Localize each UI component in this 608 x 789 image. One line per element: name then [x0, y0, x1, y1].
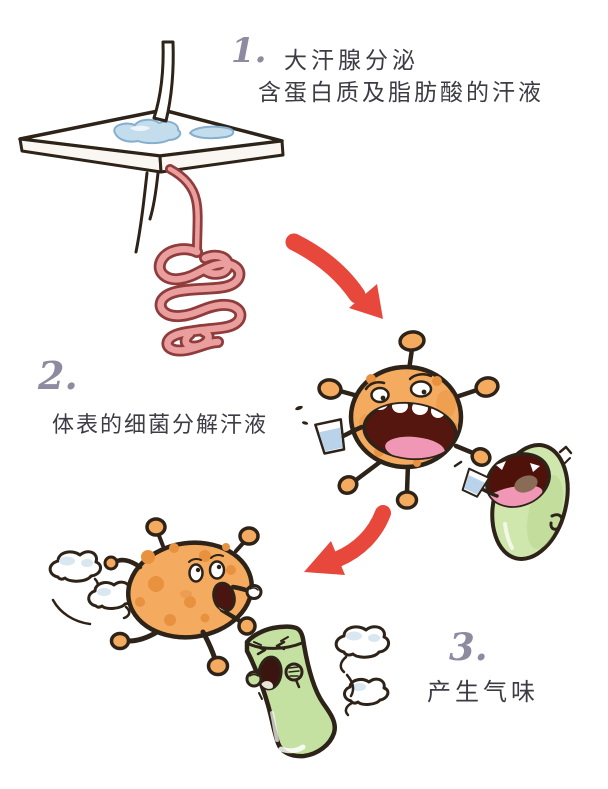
sweat-cup — [314, 418, 346, 455]
gas-cloud — [343, 677, 390, 717]
sweat-droplet — [301, 421, 309, 425]
hair-follicle-line-left — [134, 171, 149, 254]
hair — [152, 40, 175, 123]
bacteria-face — [362, 373, 458, 462]
skin-slab-front-right — [158, 139, 285, 174]
green-bacteria-drinking — [453, 443, 573, 561]
arrow-step1-to-step2-icon — [285, 233, 383, 319]
runner-face — [180, 553, 236, 613]
orange-bacteria-running — [48, 517, 263, 677]
sweat-puddle-right — [189, 125, 235, 140]
runner-left-leg — [126, 629, 160, 644]
apocrine-gland — [153, 164, 247, 357]
step-1-text-line-2: 含蛋白质及脂肪酸的汗液 — [258, 79, 544, 105]
green-sweat-cup — [461, 467, 491, 498]
sock-face — [253, 636, 289, 691]
skin-cross-section-figure — [18, 40, 285, 357]
orange-bacteria-drinking — [295, 330, 500, 510]
step-1-text-line-1: 大汗腺分泌 — [284, 47, 419, 73]
step-2-number: 2. — [38, 353, 78, 398]
sweat-puddle-highlight — [130, 125, 150, 131]
step-3-text: 产生气味 — [427, 679, 539, 706]
sweat-droplet — [295, 405, 303, 411]
sweat-puddle-left — [113, 118, 182, 145]
runner-open-mouth — [212, 581, 236, 613]
step-1-number: 1. — [231, 31, 267, 71]
gas-cloud — [48, 550, 103, 594]
gas-cloud — [334, 625, 391, 674]
smelly-sock-character — [244, 624, 391, 759]
hair-follicle-line-right — [148, 171, 160, 221]
arrow-step2-to-step3-icon — [304, 505, 391, 575]
speed-line — [51, 598, 92, 626]
tongue — [385, 436, 445, 462]
step-3-number: 3. — [449, 625, 488, 669]
step-2-text: 体表的细菌分解汗液 — [52, 412, 269, 437]
gas-cloud — [87, 580, 135, 620]
runner-left-arm — [112, 557, 143, 570]
